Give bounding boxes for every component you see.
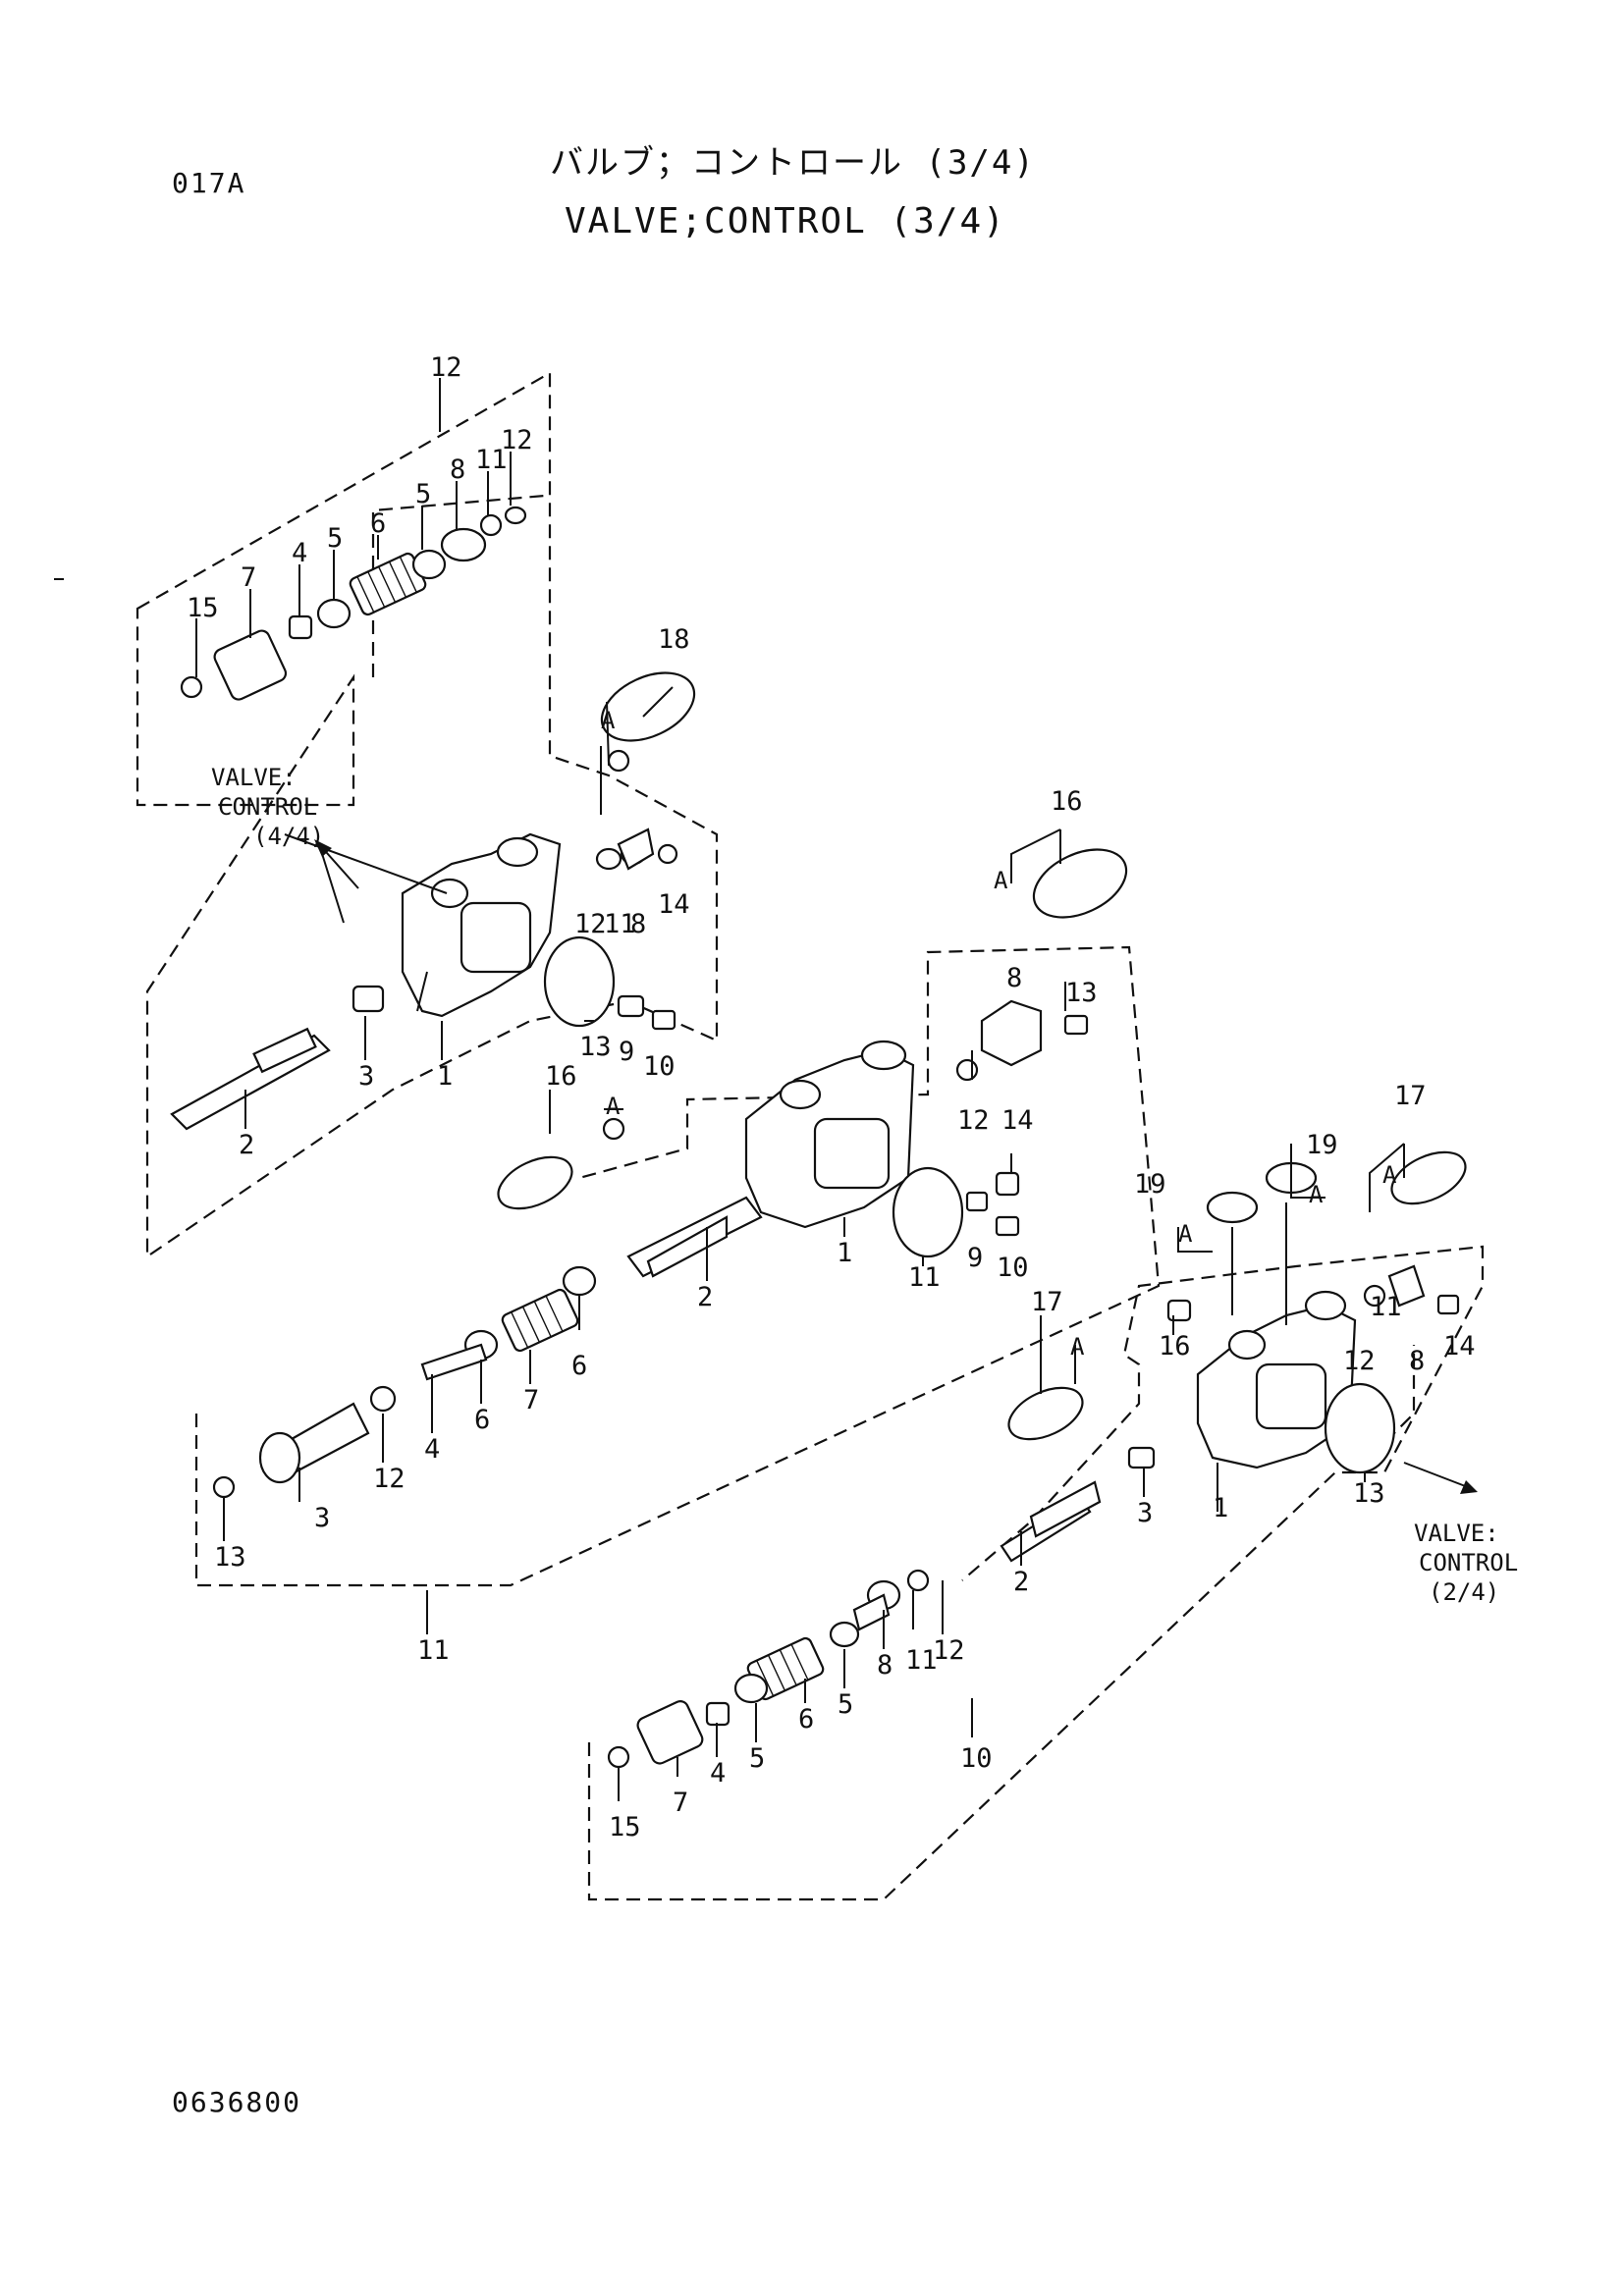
callout: 13	[579, 1032, 612, 1062]
callout: 10	[643, 1051, 676, 1082]
callout: 7	[241, 562, 256, 593]
callout: 14	[658, 889, 690, 920]
callout: 8	[630, 909, 646, 939]
callout: 12	[430, 352, 462, 383]
callout: 13	[214, 1542, 246, 1573]
page-code: 017A	[172, 167, 246, 199]
callout: 3	[1137, 1498, 1153, 1528]
callout: 11	[417, 1635, 450, 1666]
callout: 10	[997, 1253, 1029, 1283]
section2-boundary	[194, 945, 1161, 1587]
callout: 12	[933, 1635, 965, 1666]
callout: 2	[1013, 1567, 1029, 1597]
callout: 9	[619, 1037, 634, 1067]
reference-line: CONTROL	[1419, 1549, 1518, 1576]
leader-lines	[195, 378, 1478, 1801]
marker-a: A	[606, 1093, 621, 1120]
callout: 8	[1006, 963, 1022, 993]
callout: 7	[673, 1788, 688, 1818]
callout: 16	[1051, 786, 1083, 817]
callout: 8	[877, 1650, 893, 1681]
callout: 9	[967, 1243, 983, 1273]
marker-a: A	[601, 707, 616, 734]
callout: 11	[905, 1645, 938, 1676]
callout: 6	[474, 1405, 490, 1435]
top-group-parts	[180, 506, 527, 701]
callout: 5	[749, 1743, 765, 1774]
callout: 2	[697, 1282, 713, 1312]
callout: 11	[1370, 1292, 1402, 1322]
marker-a-labels: A A A A A A A	[601, 707, 1397, 1361]
callout: 6	[798, 1704, 814, 1735]
callout: 14	[1443, 1331, 1476, 1362]
reference-valve-control-2-4: VALVE: CONTROL (2/4)	[1414, 1520, 1518, 1606]
callout: 5	[415, 479, 431, 509]
callout: 11	[475, 445, 508, 475]
callout: 19	[1306, 1130, 1338, 1160]
callout: 6	[370, 508, 386, 539]
callout: 13	[1353, 1478, 1385, 1509]
marker-a: A	[1382, 1161, 1397, 1189]
page-title: VALVE;CONTROL (3/4)	[565, 201, 1006, 241]
reference-line: VALVE:	[1414, 1520, 1499, 1547]
callout: 17	[1031, 1287, 1063, 1317]
callout: 6	[571, 1351, 587, 1381]
callout: 11	[604, 909, 636, 939]
reference-valve-control-4-4: VALVE: CONTROL (4/4)	[211, 764, 324, 850]
callout: 16	[545, 1061, 577, 1092]
callout: 10	[960, 1743, 993, 1774]
callout: 12	[501, 425, 533, 455]
callout: 15	[187, 593, 219, 623]
marker-a: A	[1178, 1220, 1193, 1248]
page-title-japanese: バルブ；コントロール (3/4)	[550, 143, 1036, 183]
callout: 19	[1134, 1169, 1166, 1200]
callout: 3	[358, 1061, 374, 1092]
section2-valve-body	[212, 848, 1128, 1499]
callout: 3	[314, 1503, 330, 1533]
top-group-boundary	[135, 371, 719, 1259]
callout: 5	[838, 1689, 853, 1720]
marker-a: A	[994, 867, 1008, 894]
callout: 1	[1213, 1493, 1228, 1523]
reference-line: (4/4)	[253, 823, 324, 850]
callout: 11	[908, 1262, 941, 1293]
callout: 7	[523, 1385, 539, 1415]
section3-valve-body	[607, 1150, 1467, 1769]
callout: 16	[1159, 1331, 1191, 1362]
callout: 2	[239, 1130, 254, 1160]
callout: 8	[450, 454, 465, 485]
callout: 1	[837, 1238, 852, 1268]
callout: 4	[424, 1434, 440, 1465]
drawing-number: 0636800	[172, 2086, 302, 2118]
marker-a: A	[1070, 1333, 1085, 1361]
callout: 17	[1394, 1081, 1427, 1111]
callout: 18	[658, 624, 690, 655]
callout: 13	[1065, 978, 1098, 1008]
callout: 12	[1343, 1346, 1376, 1376]
callout: 4	[292, 538, 307, 568]
section3-boundary	[587, 1245, 1485, 1901]
callout: 12	[957, 1105, 990, 1136]
callout: 8	[1409, 1346, 1425, 1376]
reference-line: (2/4)	[1429, 1578, 1499, 1606]
reference-line: VALVE:	[211, 764, 297, 791]
callout: 4	[710, 1758, 726, 1789]
callout: 15	[609, 1812, 641, 1842]
callout: 12	[574, 909, 607, 939]
section1-valve-body	[170, 671, 696, 1131]
marker-a: A	[1309, 1181, 1324, 1208]
callout: 1	[437, 1061, 453, 1092]
callout-numbers: 12 15 7 4 5 6 5 8 11 12 18 12 11 8 14 13…	[187, 352, 1476, 1842]
callout: 5	[327, 523, 343, 554]
reference-line: CONTROL	[218, 793, 317, 821]
callout: 14	[1001, 1105, 1034, 1136]
callout: 12	[373, 1464, 406, 1494]
